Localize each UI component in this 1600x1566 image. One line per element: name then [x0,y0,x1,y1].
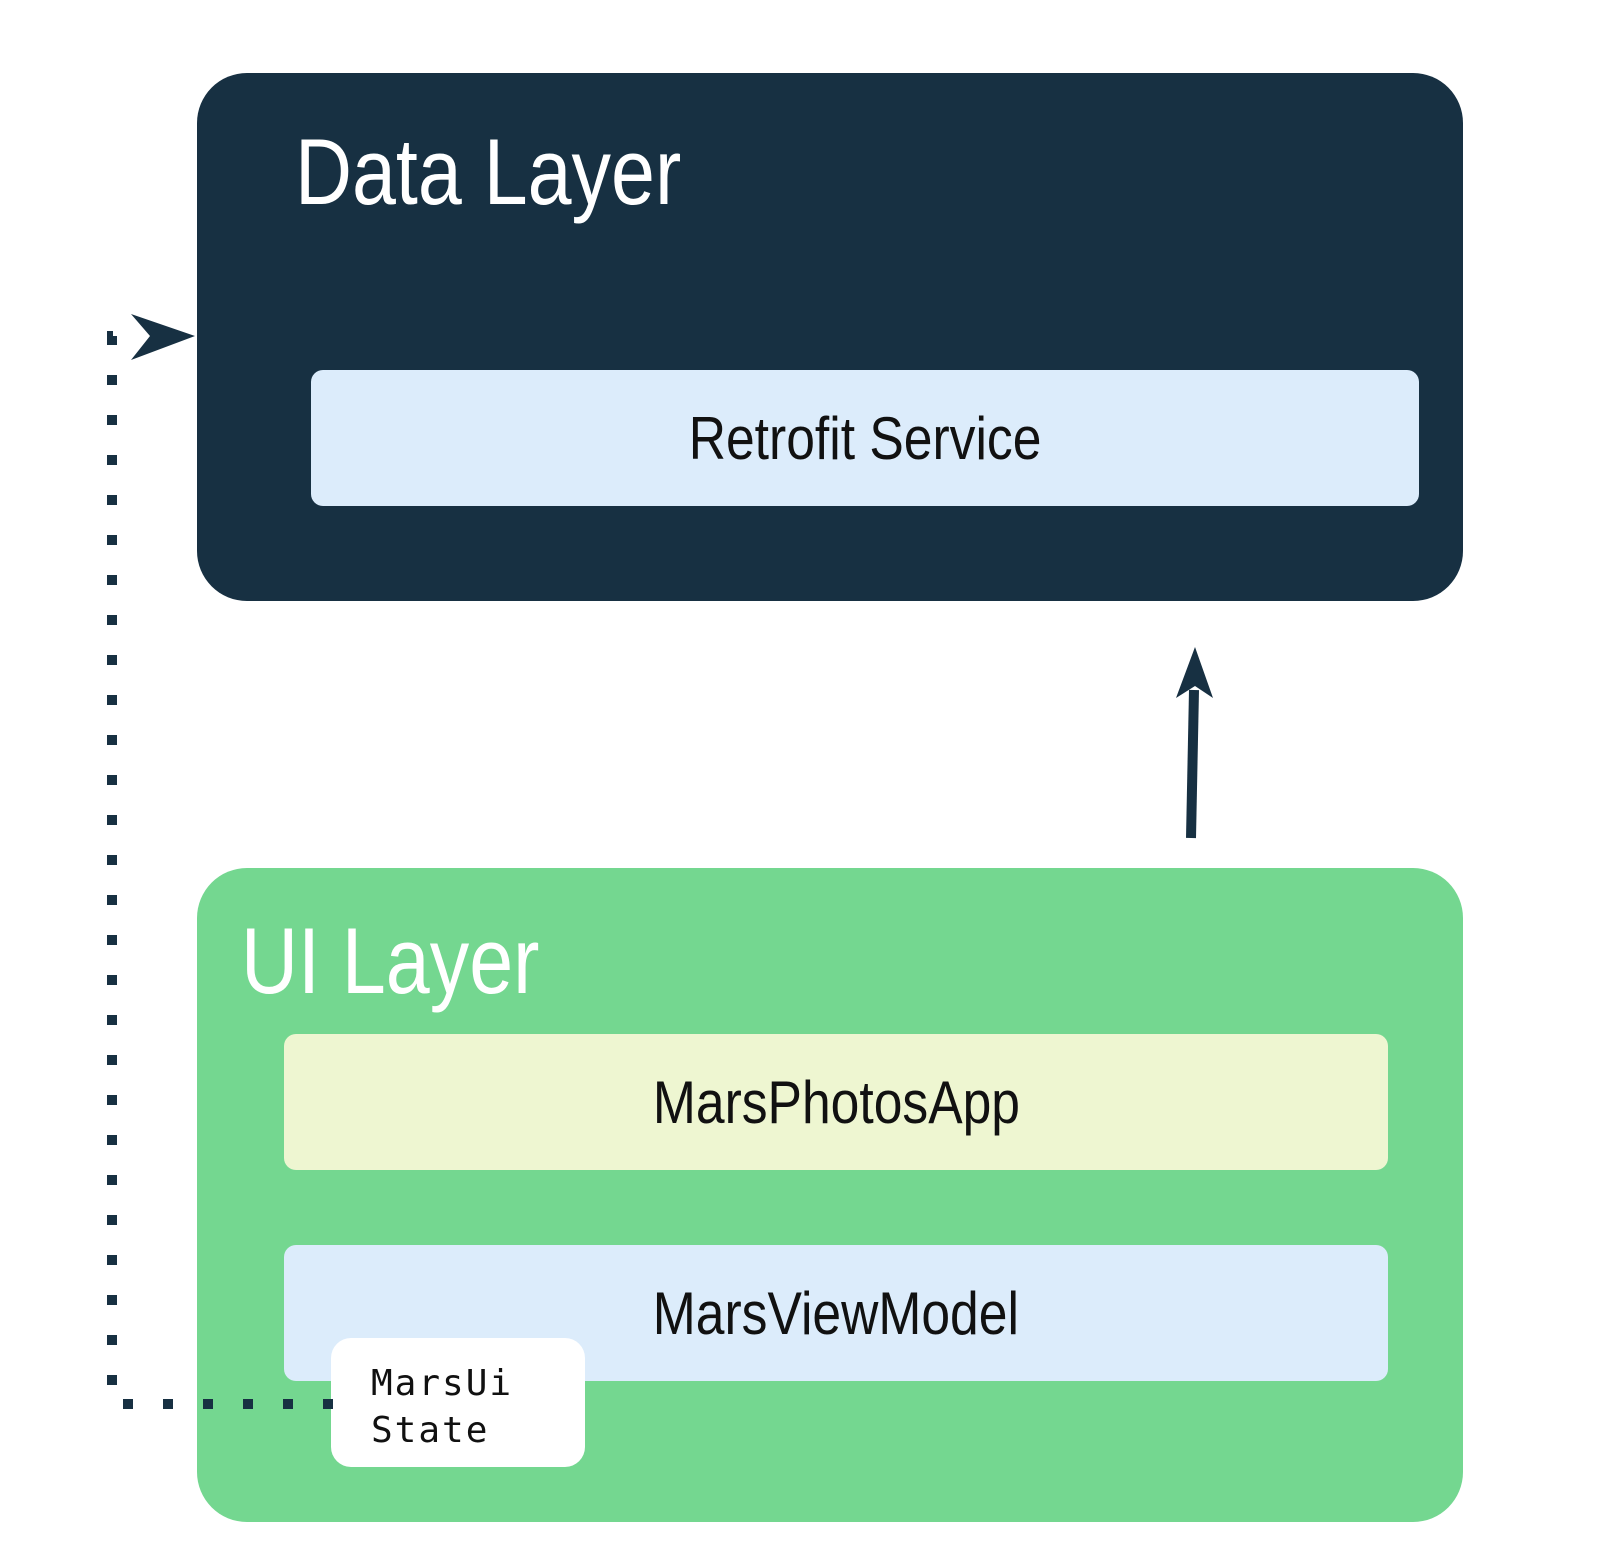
retrofit-service-box: Retrofit Service [311,370,1419,506]
ui-layer: UI Layer MarsPhotosApp MarsViewModel Mar… [197,868,1463,1522]
ui-state-label-line-2: State [371,1410,490,1451]
ui-state-label-line-1: MarsUi [371,1363,514,1404]
data-layer-title: Data Layer [295,119,682,224]
dependency-arrow-shaft [1186,689,1199,839]
ui-layer-title: UI Layer [241,908,540,1013]
retrofit-service-label: Retrofit Service [688,404,1042,472]
mars-photos-app-label: MarsPhotosApp [652,1068,1020,1136]
mars-view-model-label: MarsViewModel [652,1279,1020,1347]
state-flow-arrowhead [131,314,195,360]
ui-state-box: MarsUi State [331,1338,585,1467]
dependency-arrow-head [1176,647,1213,698]
mars-photos-app-box: MarsPhotosApp [284,1034,1388,1170]
data-layer: Data Layer Retrofit Service [197,73,1463,601]
